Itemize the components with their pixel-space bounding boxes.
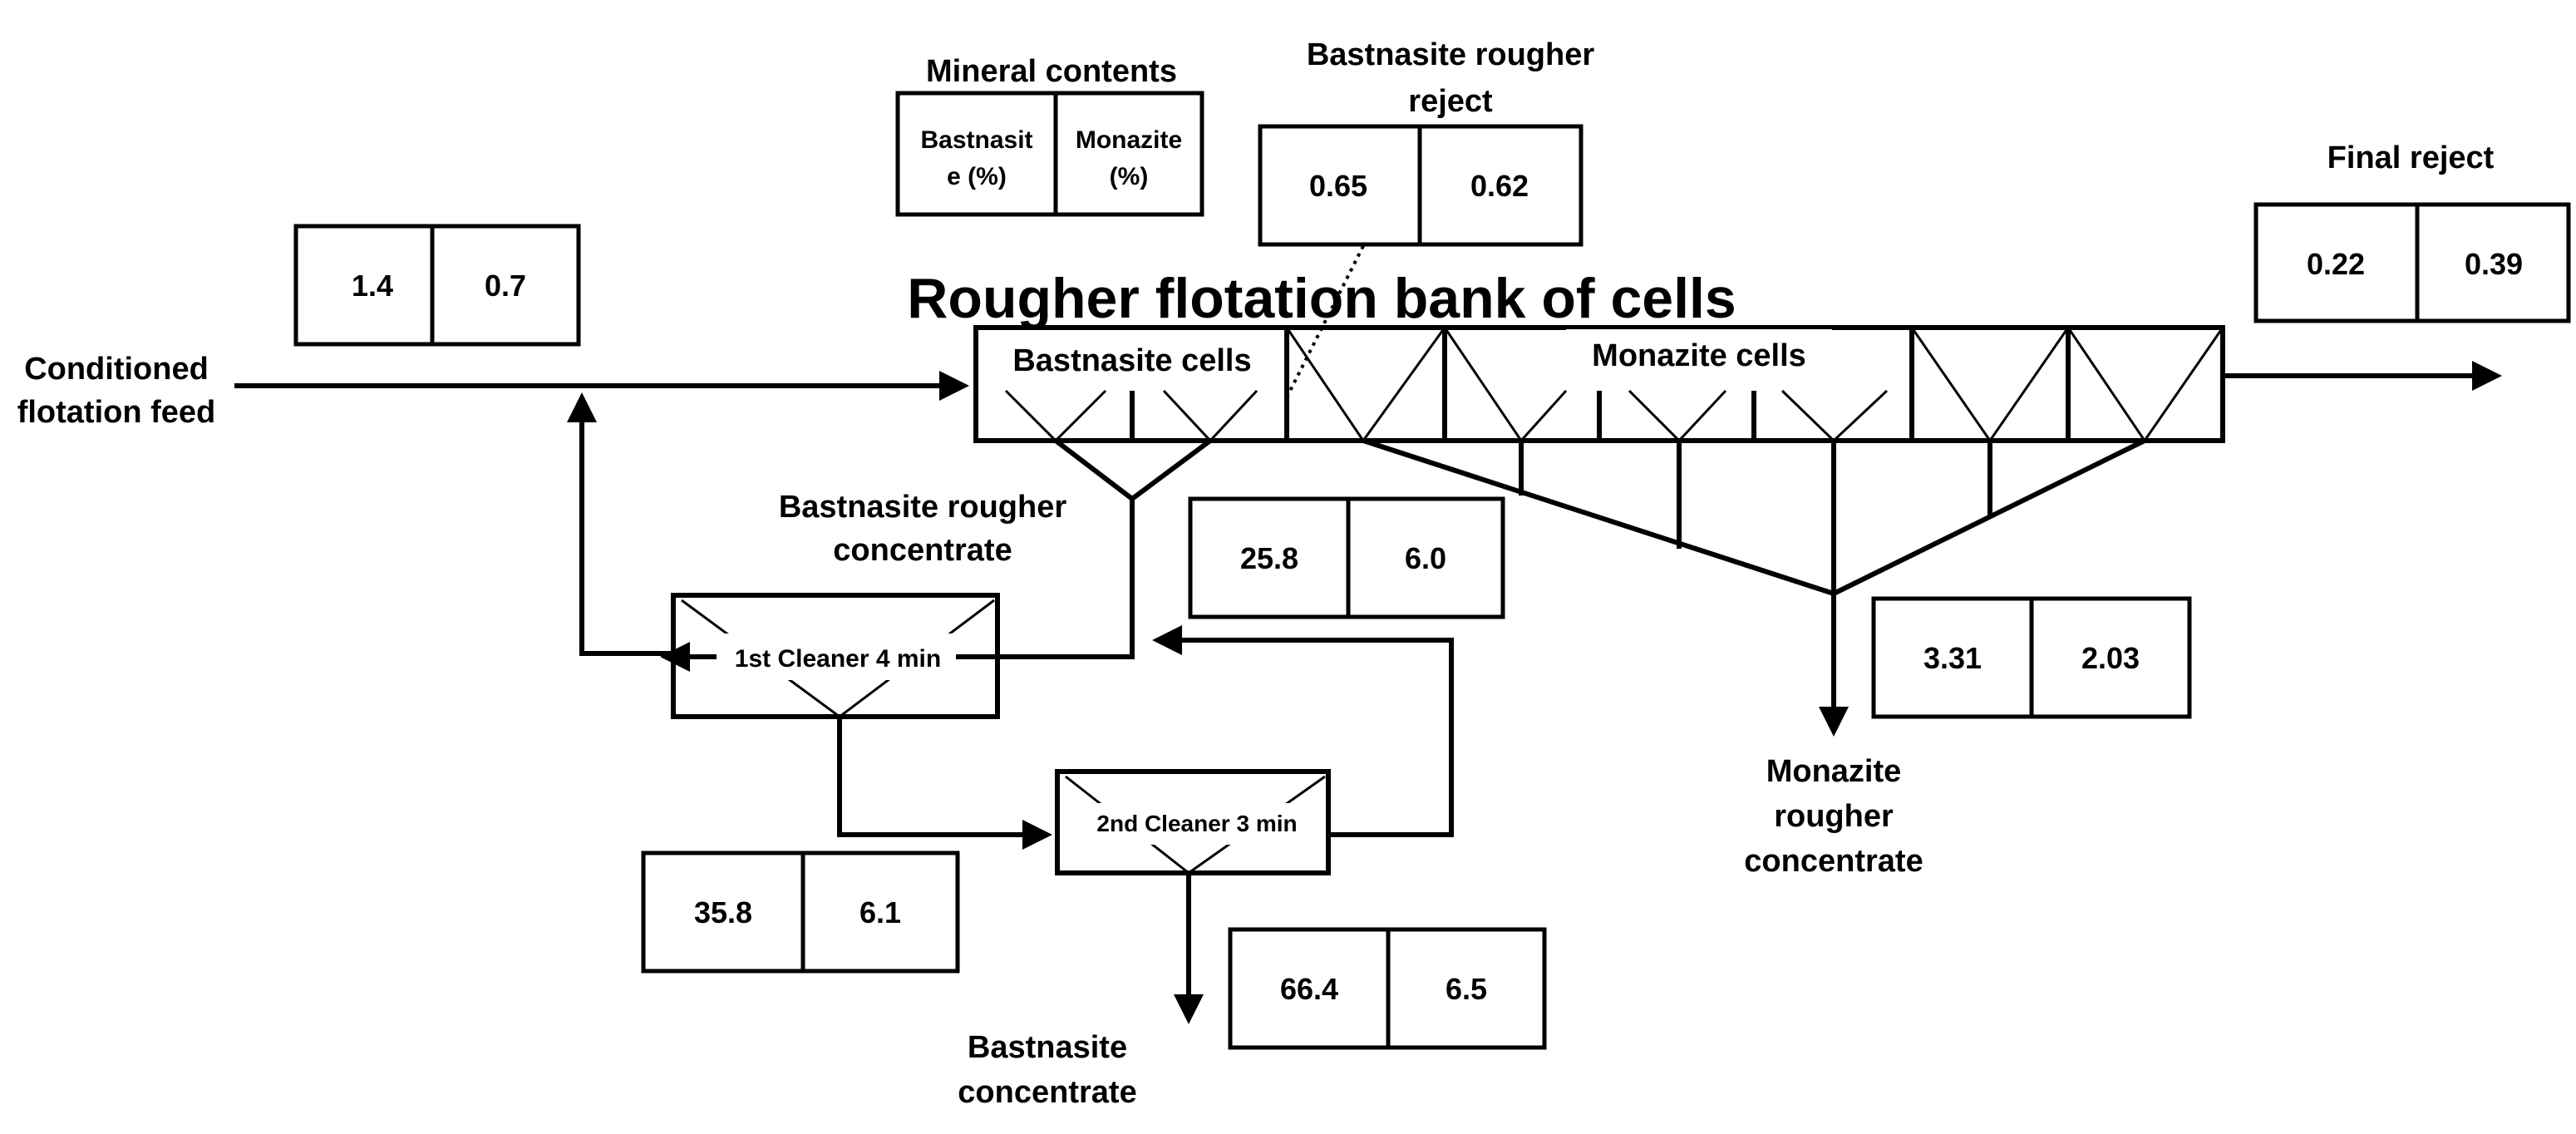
rougher-reject-monazite: 0.62 [1470,169,1529,203]
monazite-conc-monazite: 2.03 [2081,641,2140,675]
bastnasite-collector [1054,438,1212,502]
feed-monazite: 0.7 [485,269,526,303]
bast-rougher-conc-bastnasite: 25.8 [1240,541,1298,575]
monazite-collector [1362,438,2146,596]
monazite-conc-label-line3: concentrate [1744,844,1923,879]
rougher-reject-label-line2: reject [1408,84,1493,119]
final-reject-monazite: 0.39 [2465,247,2523,281]
rougher-reject-values: 0.65 0.62 [1258,124,1584,247]
first-cleaner: 1st Cleaner 4 min [671,593,1000,719]
bast-rougher-conc-values: 25.8 6.0 [1188,496,1505,619]
legend-heading: Mineral contents [926,54,1177,89]
monazite-conc-label-line1: Monazite [1766,754,1902,789]
legend-col1-line2: e (%) [947,163,1007,190]
bast-conc-label-line2: concentrate [958,1075,1136,1110]
final-reject-values: 0.22 0.39 [2253,202,2571,323]
final-reject-bastnasite: 0.22 [2307,247,2365,281]
rougher-bank: Bastnasite cells Monazite cells [973,325,2225,443]
feed-label-line1: Conditioned [24,352,209,387]
first-cleaner-conc-monazite: 6.1 [859,895,901,929]
rougher-reject-bastnasite: 0.65 [1309,169,1367,203]
first-cleaner-conc-values: 35.8 6.1 [641,850,960,974]
bast-conc-values: 66.4 6.5 [1228,927,1547,1050]
first-cleaner-label: 1st Cleaner 4 min [735,645,941,673]
monazite-conc-bastnasite: 3.31 [1923,641,1982,675]
second-cleaner-tail-recycle [1152,625,1454,837]
bast-rougher-conc-label-line2: concentrate [833,533,1012,568]
bast-conc-label-line1: Bastnasite [968,1030,1127,1065]
first-cleaner-conc-stream [837,717,1052,850]
first-cleaner-conc-bastnasite: 35.8 [694,895,752,929]
legend-col1-line1: Bastnasit [920,126,1032,154]
bast-conc-monazite: 6.5 [1446,972,1487,1006]
first-cleaner-tail-recycle [567,392,673,656]
second-cleaner-label: 2nd Cleaner 3 min [1096,811,1297,836]
bastnasite-cells-label: Bastnasite cells [1012,343,1251,378]
monazite-conc-label-line2: rougher [1774,799,1894,834]
reject-leader-line [1285,245,1365,398]
feed-values: 1.4 0.7 [293,224,581,347]
bast-rougher-conc-monazite: 6.0 [1405,541,1446,575]
legend: Mineral contents Bastnasit e (%) Monazit… [895,54,1204,217]
legend-col2-line1: Monazite [1076,126,1182,154]
feed-bastnasite: 1.4 [352,269,393,303]
bast-rougher-conc-label-line1: Bastnasite rougher [779,490,1067,525]
rougher-reject-label-line1: Bastnasite rougher [1307,37,1595,72]
monazite-cells-label: Monazite cells [1592,338,1806,373]
second-cleaner: 2nd Cleaner 3 min [1055,769,1331,875]
bast-conc-bastnasite: 66.4 [1280,972,1338,1006]
diagram-title: Rougher flotation bank of cells [907,267,1736,330]
monazite-conc-values: 3.31 2.03 [1871,596,2192,719]
legend-col2-line2: (%) [1110,163,1149,190]
final-reject-label: Final reject [2327,141,2495,175]
feed-label-line2: flotation feed [17,395,216,430]
